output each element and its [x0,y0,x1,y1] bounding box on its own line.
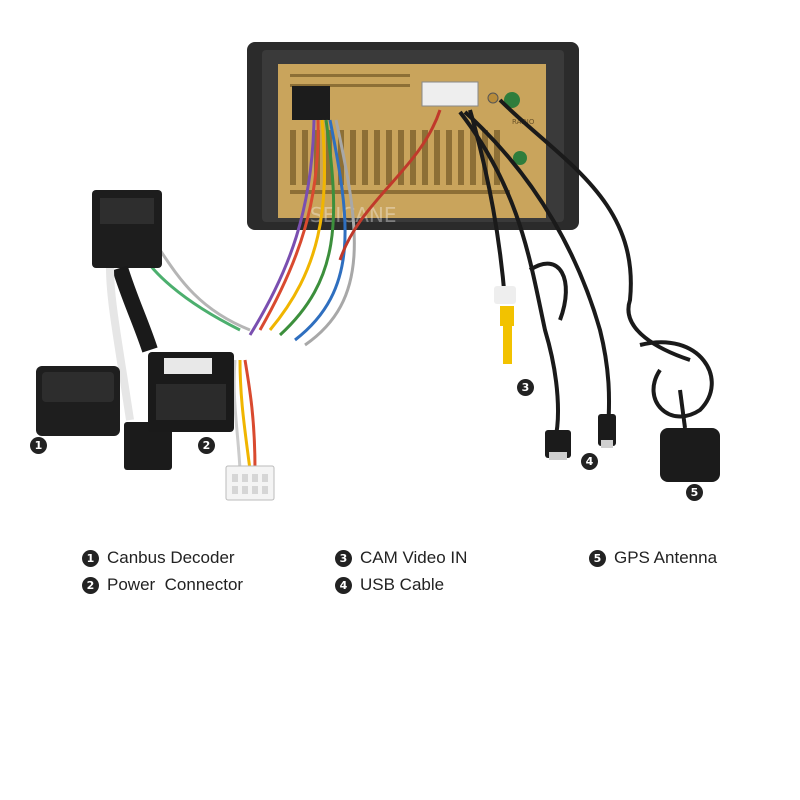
callout-badge: 3 [517,379,534,396]
callout-badge: 2 [198,437,215,454]
legend-item-cam: 3 CAM Video IN [335,548,467,568]
legend-number: 1 [82,549,99,567]
white-connector [225,465,275,501]
legend-item-power: 2 Power Connector [82,575,243,595]
canbus-decoder [36,366,120,436]
callout-badge: 5 [686,484,703,501]
callout-badge: 1 [30,437,47,454]
legend-item-canbus: 1 Canbus Decoder [82,548,235,568]
legend-label: CAM Video IN [360,548,468,567]
black-cables [458,98,714,441]
legend-label: Canbus Decoder [107,548,235,567]
legend-number: 5 [589,549,606,567]
quadlock-connector [92,190,162,421]
legend-label: USB Cable [360,575,445,594]
legend-number: 2 [82,576,99,594]
rca-plug [494,286,516,364]
gps-antenna [660,428,720,482]
legend-number: 3 [335,549,352,567]
legend-item-gps: 5 GPS Antenna [589,548,717,568]
callout-badge: 4 [581,453,598,470]
power-connector [148,352,234,432]
legend-label: Power Connector [107,575,244,594]
usb-plugs [545,414,616,460]
head-unit: RADIO SEICANE [247,42,579,230]
legend-item-usb: 4 USB Cable [335,575,444,595]
wire-harness [138,109,442,471]
legend-number: 4 [335,576,352,594]
legend-label: GPS Antenna [614,548,718,567]
plug-small [124,422,172,470]
